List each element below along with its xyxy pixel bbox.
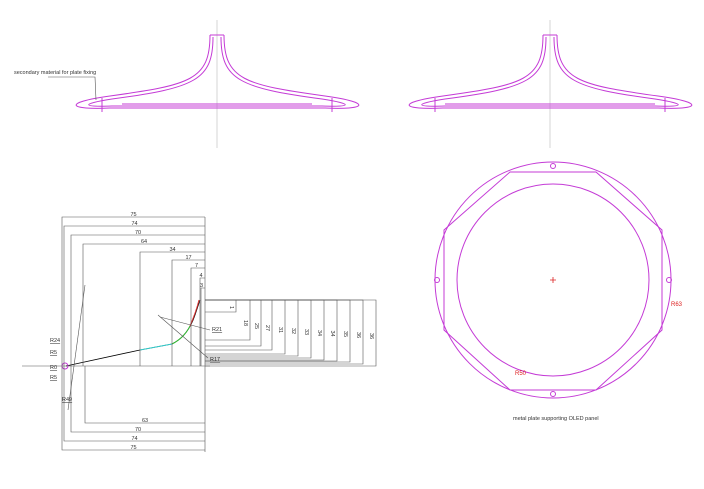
- dimension-label: 74: [132, 221, 138, 227]
- dimension-label: 31: [277, 327, 283, 333]
- radius-label: R5: [50, 350, 57, 356]
- dimension-line: [200, 287, 205, 366]
- dimension-label: 3: [200, 283, 203, 289]
- center-mark: [550, 277, 556, 283]
- profile-curve: [65, 299, 201, 367]
- plate-caption: metal plate supporting OLED panel: [513, 416, 599, 422]
- radius-label: R0: [50, 365, 57, 371]
- dimension-label: 75: [131, 445, 137, 451]
- dimension-line: [205, 299, 273, 351]
- dimension-line: [61, 216, 205, 366]
- dimension-line: [84, 366, 205, 424]
- dimension-label: 63: [142, 418, 148, 424]
- radius-label: R5: [50, 375, 57, 381]
- dimension-label: 25: [253, 323, 259, 329]
- leader-line: [48, 76, 97, 101]
- dimension-label: 74: [132, 436, 138, 442]
- dimension-line: [82, 243, 205, 366]
- construction-line: [157, 314, 209, 359]
- radius-label: R21: [212, 327, 222, 333]
- oled-plate-plan: R63 R50 metal plate supporting OLED pane…: [434, 161, 683, 422]
- radius-label: R24: [50, 338, 60, 344]
- mount-hole: [434, 277, 440, 283]
- profile-seg-red: [189, 299, 200, 327]
- dimension-label: 17: [186, 255, 192, 261]
- dimension-line: [61, 366, 205, 451]
- dimension-line: [70, 234, 205, 366]
- plate-inner-circle: [456, 183, 650, 377]
- dimension-line: [63, 366, 205, 442]
- construction-line: [67, 284, 86, 411]
- dimension-label: 34: [329, 331, 335, 337]
- lamp-shell-inner: [421, 36, 679, 107]
- mount-hole: [666, 277, 672, 283]
- dimension-line: [171, 259, 205, 366]
- dimension-label: 34: [170, 247, 176, 253]
- radius-label-inner: R50: [515, 371, 527, 377]
- dimension-label: 34: [316, 330, 322, 336]
- radius-label: R49: [62, 397, 72, 403]
- lamp-shell-inner: [88, 36, 346, 107]
- dimension-line: [205, 299, 364, 365]
- dimension-label: 36: [355, 332, 361, 338]
- dimension-label: 27: [264, 325, 270, 331]
- dimension-label: 33: [303, 329, 309, 335]
- radius-label-outer: R63: [671, 302, 683, 308]
- plate-octagon: [443, 171, 663, 391]
- dimension-label: 4: [200, 273, 203, 279]
- construction-line: [159, 316, 211, 331]
- dimension-label: 18: [242, 320, 248, 326]
- lamp-section-right: [408, 20, 693, 148]
- dimension-line: [70, 366, 205, 433]
- dimension-label: 64: [141, 239, 147, 245]
- mount-hole: [550, 391, 556, 397]
- dimension-label: 36: [368, 333, 374, 339]
- dimension-line: [139, 251, 205, 366]
- mount-hole: [550, 163, 556, 169]
- plate-fixing-annotation: secondary material for plate fixing: [14, 70, 96, 76]
- dimension-label: 70: [135, 427, 141, 433]
- dimension-label: 32: [290, 328, 296, 334]
- profile-seg-cyan: [139, 343, 173, 351]
- lamp-section-left: secondary material for plate fixing: [14, 20, 360, 148]
- dimension-label: 75: [131, 212, 137, 218]
- dimension-label: 70: [135, 230, 141, 236]
- dimension-line: [205, 299, 377, 367]
- lamp-shell-outer: [75, 34, 360, 109]
- profile-seg-green: [171, 325, 191, 345]
- dimension-line: [190, 267, 205, 366]
- dimension-label: 1: [228, 306, 234, 309]
- dimension-label: 7: [195, 263, 198, 269]
- dimension-line: [199, 277, 205, 366]
- dimension-line: [63, 225, 205, 366]
- dimension-label: 35: [342, 331, 348, 337]
- lamp-shell-outer: [408, 34, 693, 109]
- radius-label: R17: [210, 357, 220, 363]
